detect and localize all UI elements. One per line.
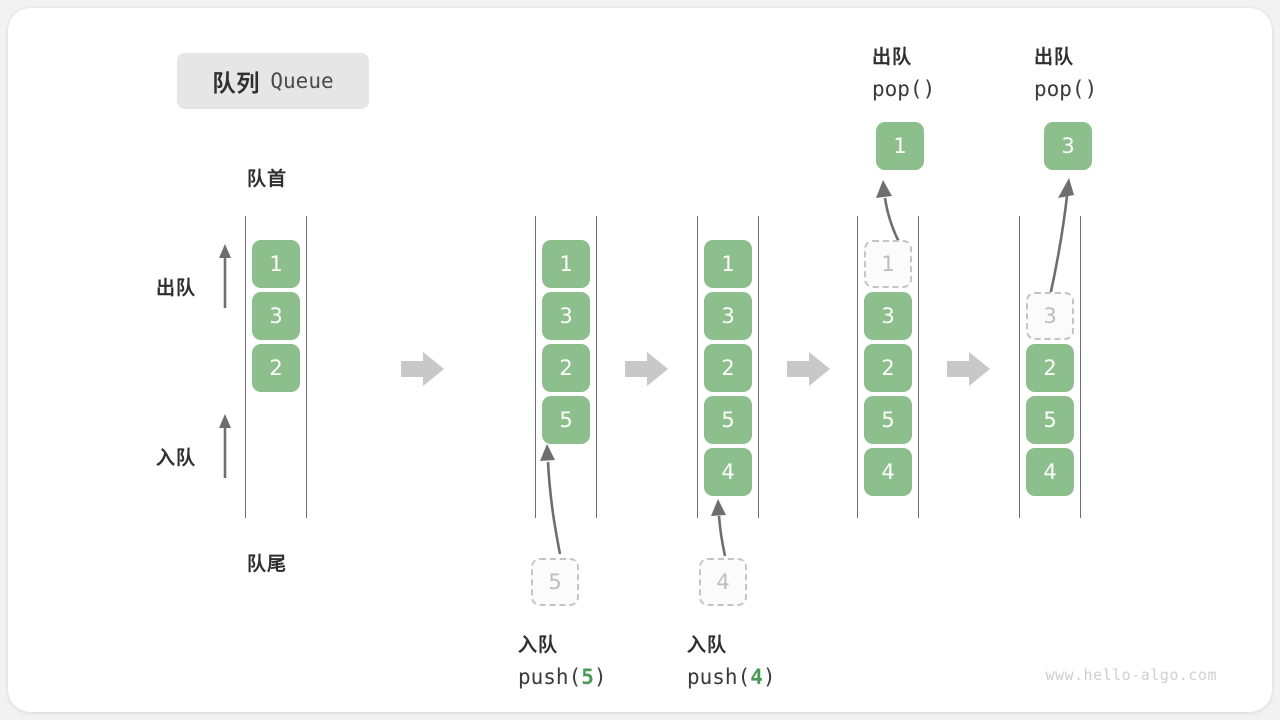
queue-cell: 3 xyxy=(704,292,752,340)
pop-call-2: pop() xyxy=(1034,77,1098,101)
column-rail-right xyxy=(596,216,597,518)
queue-cell: 3 xyxy=(542,292,590,340)
label-dequeue: 出队 xyxy=(156,278,197,299)
column-rail-right xyxy=(758,216,759,518)
queue-cell: 4 xyxy=(704,448,752,496)
queue-column-push5: 1 3 2 5 xyxy=(535,216,597,518)
push-arrow-4-icon xyxy=(711,499,727,557)
pop-call-1: pop() xyxy=(872,77,936,101)
column-rail-left xyxy=(697,216,698,518)
queue-cell: 4 xyxy=(1026,448,1074,496)
queue-cell: 5 xyxy=(1026,396,1074,444)
push-label-cn-4: 入队 xyxy=(687,635,728,656)
column-rail-right xyxy=(306,216,307,518)
queue-cell: 5 xyxy=(704,396,752,444)
popped-cell-3: 3 xyxy=(1044,122,1092,170)
label-tail: 队尾 xyxy=(247,554,288,575)
push-call-value: 5 xyxy=(581,665,594,689)
queue-cell: 1 xyxy=(542,240,590,288)
push-arrow-5-icon xyxy=(540,444,562,555)
push-call-prefix: push( xyxy=(518,665,582,689)
queue-cell: 2 xyxy=(864,344,912,392)
queue-cell: 5 xyxy=(864,396,912,444)
push-label-cn-5: 入队 xyxy=(518,635,559,656)
watermark: www.hello-algo.com xyxy=(1045,666,1217,684)
column-rail-right xyxy=(918,216,919,518)
title-english: Queue xyxy=(270,69,334,93)
pop-arrow-1-icon xyxy=(876,180,901,243)
push-call-prefix: push( xyxy=(687,665,751,689)
push-call-4: push(4) xyxy=(687,665,776,689)
ghost-cell-3: 3 xyxy=(1026,292,1074,340)
step-separator-arrow-icon xyxy=(401,352,444,386)
popped-cell-1: 1 xyxy=(876,122,924,170)
queue-cell: 2 xyxy=(704,344,752,392)
push-call-5: push(5) xyxy=(518,665,607,689)
queue-cell: 3 xyxy=(252,292,300,340)
label-enqueue: 入队 xyxy=(156,448,197,469)
dequeue-arrow-icon xyxy=(219,244,231,308)
queue-cell: 4 xyxy=(864,448,912,496)
pop-label-cn-2: 出队 xyxy=(1034,47,1075,68)
title-badge: 队列 Queue xyxy=(177,53,369,109)
queue-cell: 1 xyxy=(704,240,752,288)
pop-arrow-3-icon xyxy=(1048,178,1074,297)
diagram-card: 队列 Queue 队首 队尾 出队 入队 1 3 2 xyxy=(8,8,1272,712)
push-call-suffix: ) xyxy=(593,665,607,689)
queue-column-initial: 1 3 2 xyxy=(245,216,307,518)
column-rail-left xyxy=(857,216,858,518)
push-call-suffix: ) xyxy=(762,665,776,689)
push-call-value: 4 xyxy=(750,665,763,689)
queue-cell: 2 xyxy=(252,344,300,392)
ghost-cell-1: 1 xyxy=(864,240,912,288)
label-head: 队首 xyxy=(247,169,288,190)
pending-cell-4: 4 xyxy=(699,558,747,606)
column-rail-left xyxy=(535,216,536,518)
queue-column-push4: 1 3 2 5 4 xyxy=(697,216,759,518)
step-separator-arrow-icon xyxy=(625,352,668,386)
title-chinese: 队列 xyxy=(212,70,261,96)
column-rail-left xyxy=(245,216,246,518)
column-rail-right xyxy=(1080,216,1081,518)
queue-cell: 2 xyxy=(1026,344,1074,392)
queue-cell: 5 xyxy=(542,396,590,444)
queue-cell: 1 xyxy=(252,240,300,288)
queue-column-pop1: 1 3 2 5 4 xyxy=(857,216,919,518)
pending-cell-5: 5 xyxy=(531,558,579,606)
queue-column-pop3: 3 2 5 4 xyxy=(1019,216,1081,518)
step-separator-arrow-icon xyxy=(947,352,990,386)
column-rail-left xyxy=(1019,216,1020,518)
pop-label-cn-1: 出队 xyxy=(872,47,913,68)
queue-cell: 2 xyxy=(542,344,590,392)
enqueue-arrow-icon xyxy=(219,414,231,478)
step-separator-arrow-icon xyxy=(787,352,830,386)
queue-cell: 3 xyxy=(864,292,912,340)
